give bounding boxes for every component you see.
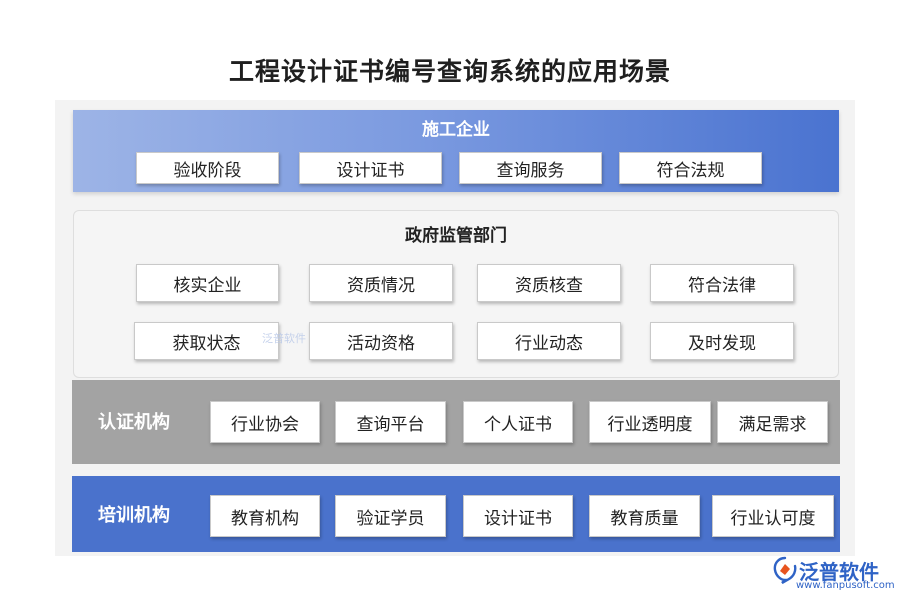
government-item-4: 符合法律 [650, 264, 794, 302]
government-item-8: 及时发现 [650, 322, 794, 360]
section-certification: 认证机构 行业协会 查询平台 个人证书 行业透明度 满足需求 [72, 380, 840, 464]
certification-item-1: 行业协会 [210, 401, 320, 443]
section-certification-title: 认证机构 [98, 412, 170, 433]
brand-logo: 泛普软件 www.fanpusoft.com [772, 554, 895, 594]
construction-item-1: 验收阶段 [136, 152, 279, 184]
certification-item-5: 满足需求 [717, 401, 828, 443]
watermark: 泛普软件 [262, 332, 306, 345]
certification-item-3: 个人证书 [463, 401, 573, 443]
government-item-3: 资质核查 [477, 264, 621, 302]
government-item-5: 获取状态 [134, 322, 279, 360]
training-item-5: 行业认可度 [712, 495, 834, 537]
government-item-2: 资质情况 [309, 264, 453, 302]
section-construction-title: 施工企业 [422, 120, 490, 140]
training-item-3: 设计证书 [463, 495, 573, 537]
logo-name: 泛普软件 [799, 560, 879, 584]
construction-item-4: 符合法规 [619, 152, 762, 184]
training-item-2: 验证学员 [335, 495, 446, 537]
certification-item-2: 查询平台 [335, 401, 446, 443]
section-training-title: 培训机构 [98, 505, 170, 526]
logo-url: www.fanpusoft.com [796, 580, 895, 591]
fanpu-logo-icon [773, 556, 797, 584]
construction-item-2: 设计证书 [299, 152, 442, 184]
section-government: 政府监管部门 核实企业 资质情况 资质核查 符合法律 获取状态 活动资格 行业动… [73, 210, 839, 378]
government-item-7: 行业动态 [477, 322, 621, 360]
page-title: 工程设计证书编号查询系统的应用场景 [228, 57, 671, 86]
government-item-6: 活动资格 [309, 322, 453, 360]
training-item-4: 教育质量 [589, 495, 700, 537]
training-item-1: 教育机构 [210, 495, 320, 537]
construction-item-3: 查询服务 [459, 152, 602, 184]
certification-item-4: 行业透明度 [589, 401, 711, 443]
section-government-title: 政府监管部门 [405, 226, 507, 246]
section-construction: 施工企业 验收阶段 设计证书 查询服务 符合法规 [73, 110, 839, 192]
government-item-1: 核实企业 [136, 264, 279, 302]
section-training: 培训机构 教育机构 验证学员 设计证书 教育质量 行业认可度 [72, 476, 840, 552]
